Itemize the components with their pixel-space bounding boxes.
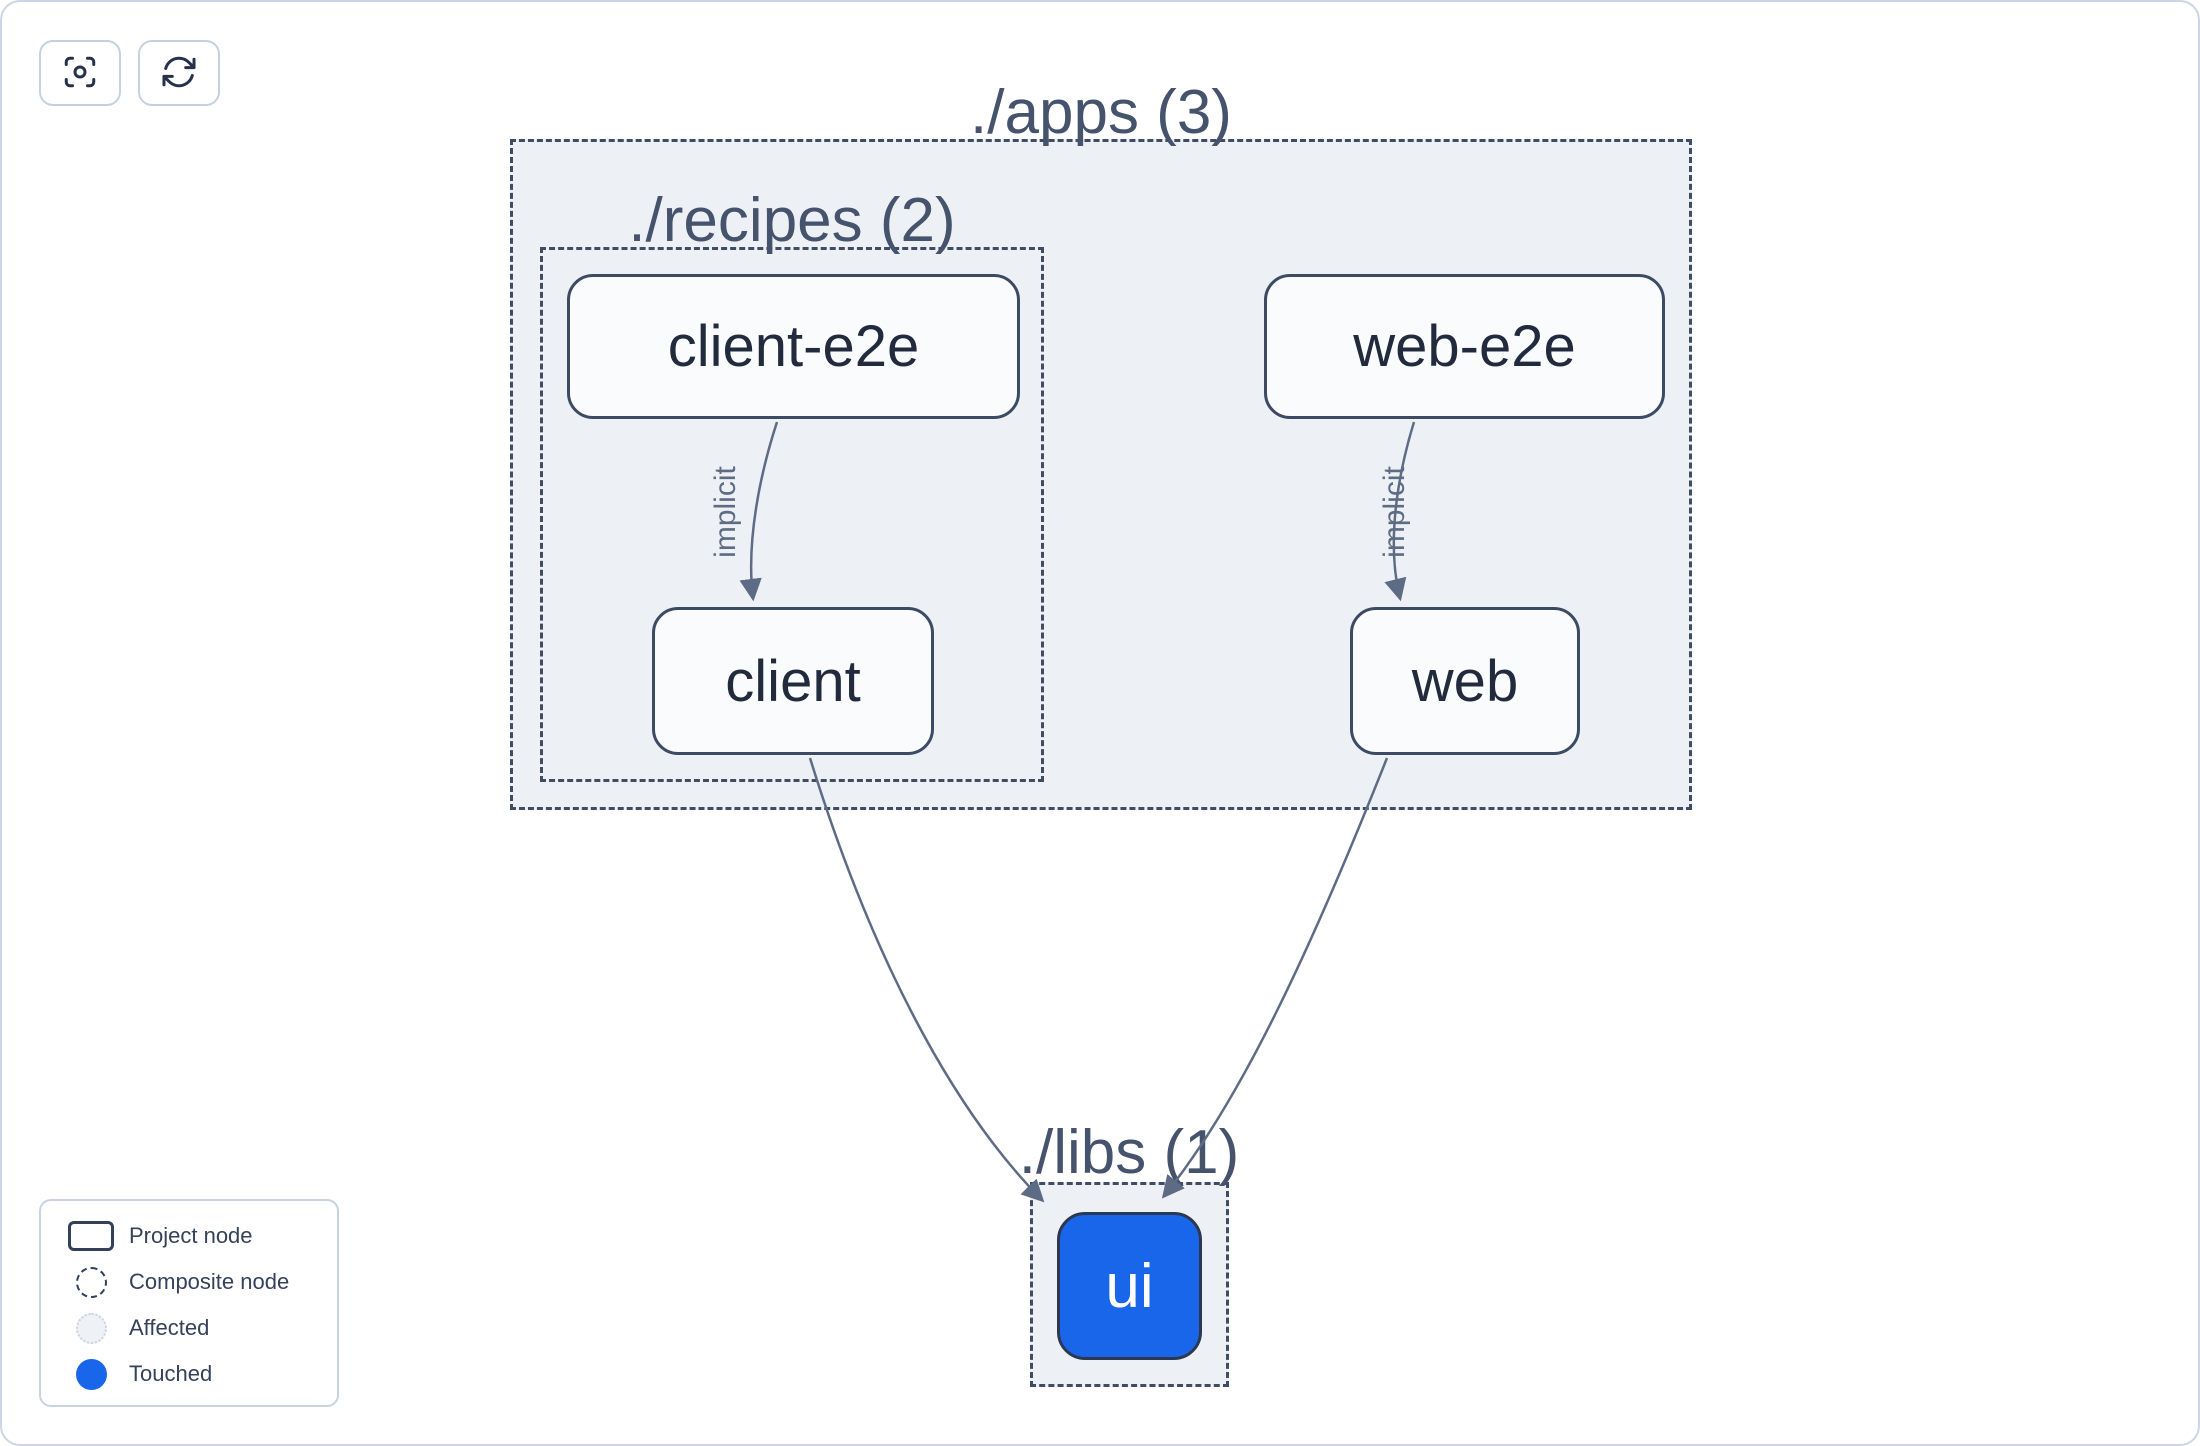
legend-item-project-node: Project node [65,1213,337,1259]
project-node-label: web-e2e [1353,314,1576,379]
edge-web-to-ui[interactable] [1161,757,1389,1199]
project-node-web-e2e[interactable]: web-e2e [1264,274,1665,419]
legend-item-affected: Affected [65,1305,337,1351]
viewfinder-icon [60,52,100,95]
project-node-label: client [725,648,861,714]
project-node-label: client-e2e [667,314,920,379]
composite-label-libs[interactable]: ./libs (1) [1018,1118,1240,1187]
project-node-ui-touched[interactable]: ui [1057,1212,1202,1360]
legend-item-composite-node: Composite node [65,1259,337,1305]
affected-swatch-icon [75,1312,107,1344]
project-node-swatch-icon [68,1221,114,1251]
center-graph-button[interactable] [39,40,121,106]
legend-label: Project node [129,1223,253,1248]
legend-label: Affected [129,1315,210,1340]
project-node-client-e2e[interactable]: client-e2e [567,274,1020,419]
project-node-label: web [1411,648,1519,714]
edge-web-e2e-to-web[interactable] [1384,421,1416,602]
project-node-label: ui [1105,1251,1154,1321]
project-node-web[interactable]: web [1350,607,1580,755]
edge-label-implicit-client: implicit [709,466,742,558]
edge-client-e2e-to-client[interactable] [739,421,779,602]
composite-label-apps[interactable]: ./apps (3) [970,78,1232,147]
legend-label: Touched [129,1361,213,1386]
refresh-graph-button[interactable] [138,40,220,106]
composite-node-swatch-icon [75,1266,107,1298]
legend-label: Composite node [129,1269,290,1294]
edge-client-to-ui[interactable] [808,757,1045,1203]
touched-swatch-icon [75,1358,107,1390]
graph-legend: Project node Composite node Affected Tou… [39,1199,339,1407]
composite-label-recipes[interactable]: ./recipes (2) [628,186,956,255]
legend-item-touched: Touched [65,1351,337,1397]
refresh-icon [159,52,199,95]
project-node-client[interactable]: client [652,607,934,755]
